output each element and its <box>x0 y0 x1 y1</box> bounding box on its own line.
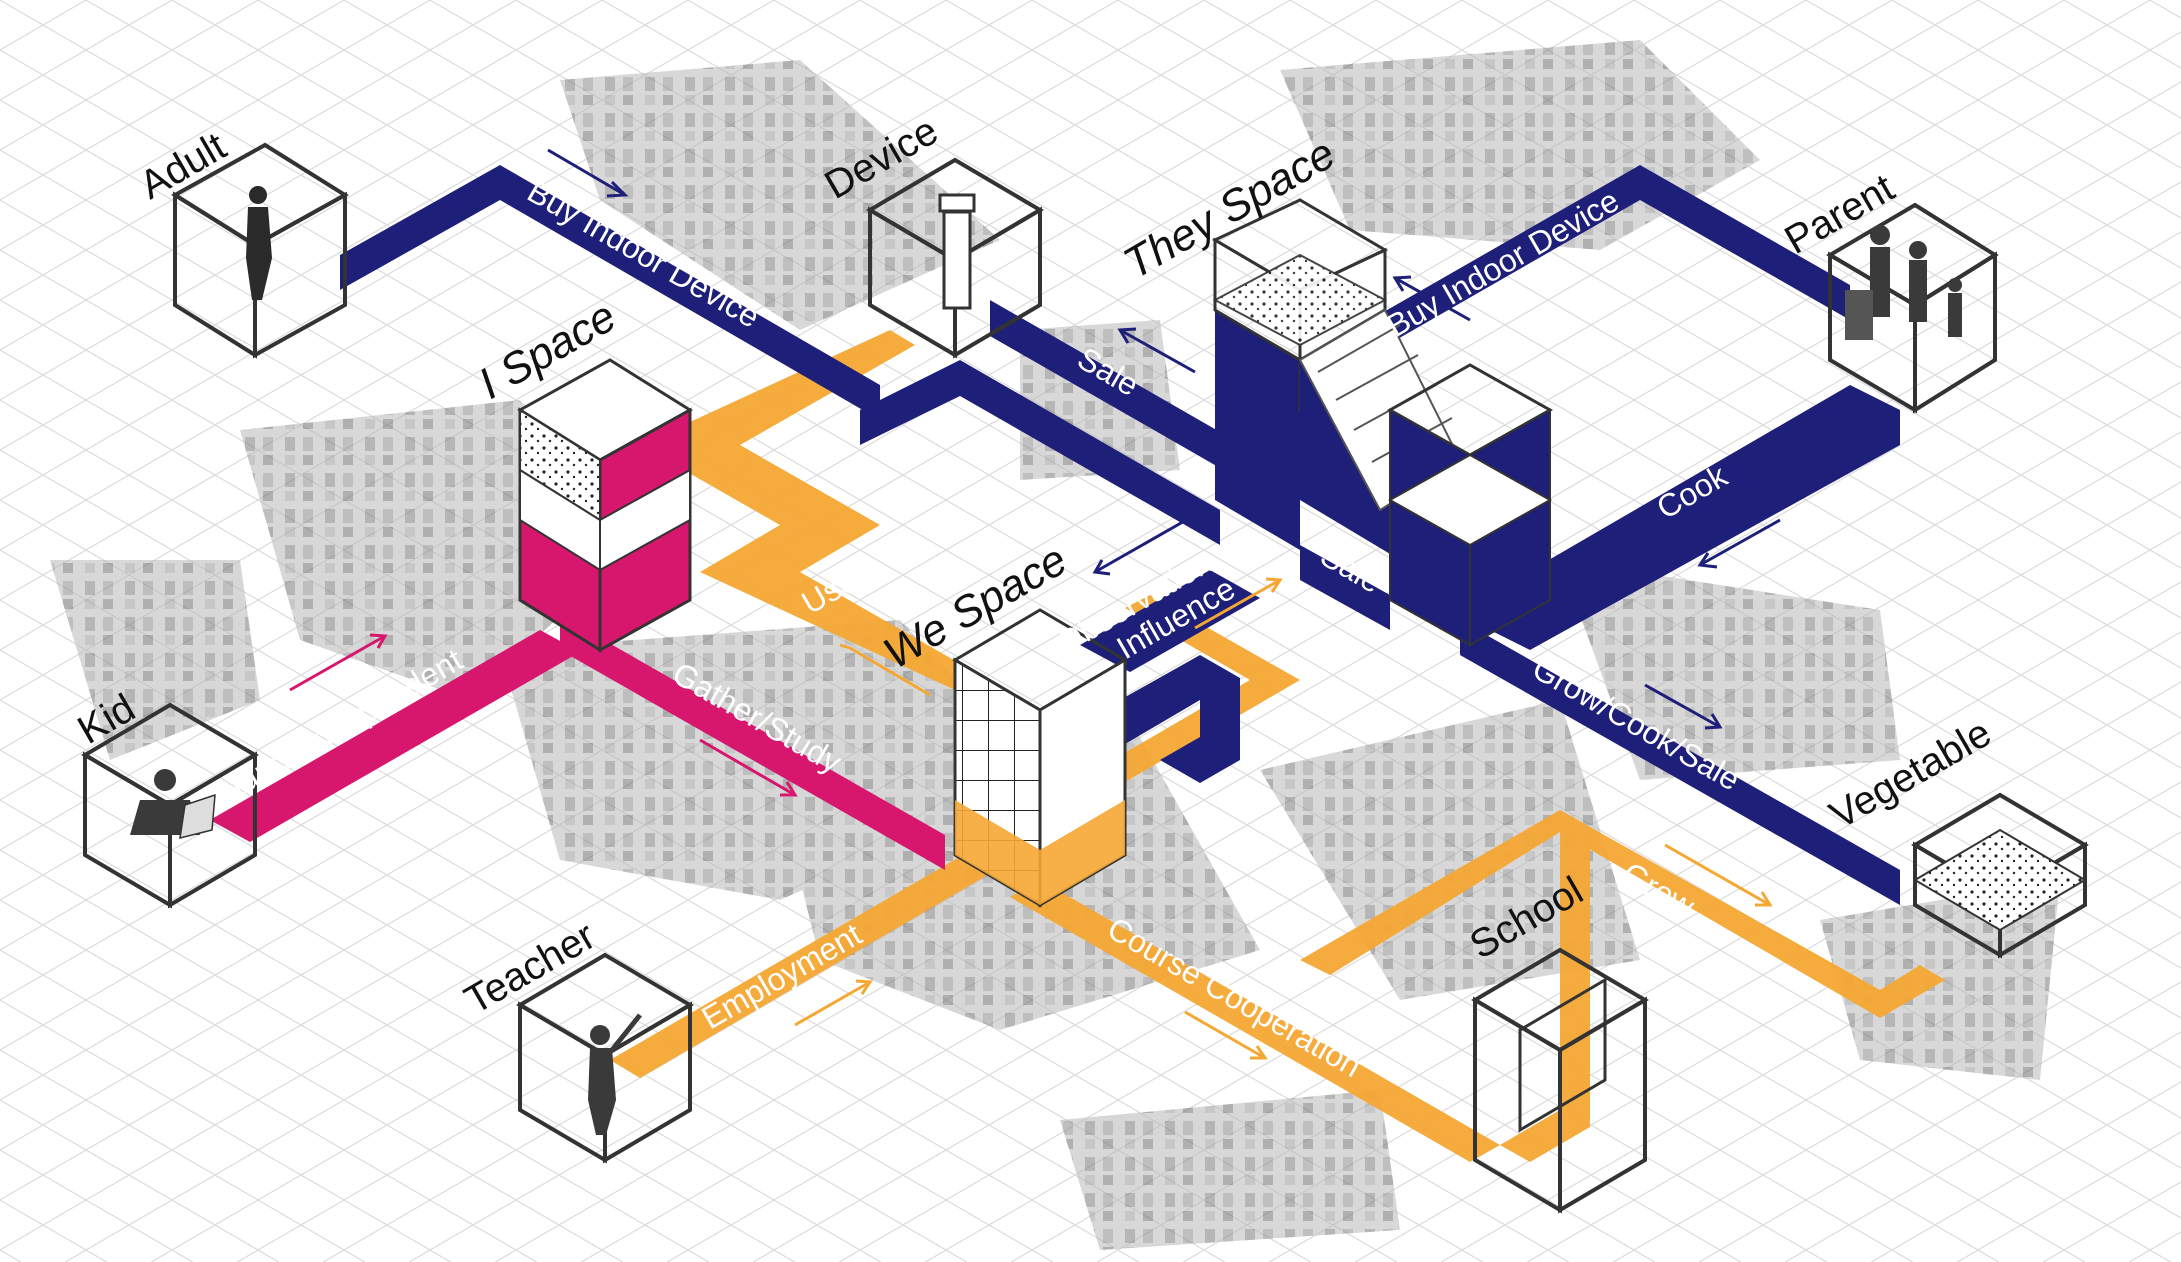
magenta-flow-paths <box>210 615 945 870</box>
adult-cube <box>171 142 349 359</box>
reading-child-icon <box>130 769 216 840</box>
teacher-icon <box>588 1013 642 1135</box>
soil-icon <box>1965 860 1966 861</box>
lamp-device-icon <box>938 193 976 310</box>
i-space-volume <box>517 358 693 653</box>
walking-man-icon <box>246 186 272 300</box>
school-cube <box>1471 947 1649 1214</box>
orange-flow-paths <box>610 330 1945 1162</box>
vegetable-cube <box>1911 792 2089 959</box>
we-space-volume <box>952 608 1128 908</box>
they-space-volume <box>1211 198 1554 647</box>
kid-cube <box>81 702 259 909</box>
actor-cubes <box>81 142 2089 1214</box>
navy-flow-paths <box>340 165 1900 905</box>
device-cube <box>866 157 1044 359</box>
direction-arrows <box>289 148 1781 1060</box>
family-icon <box>1845 225 1962 340</box>
